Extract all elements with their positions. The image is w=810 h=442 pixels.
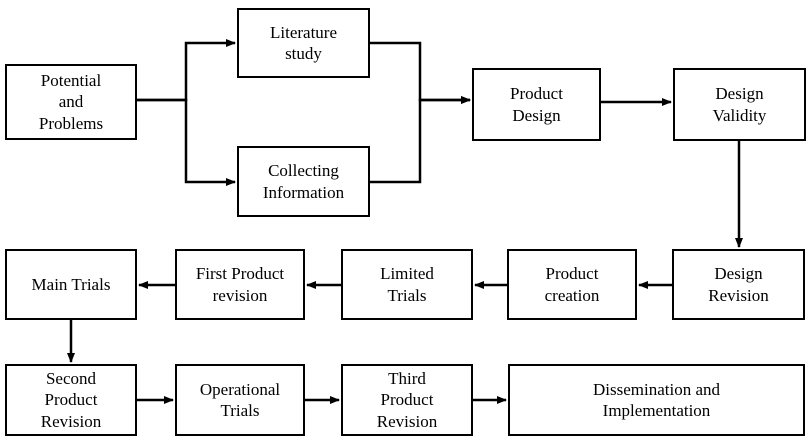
- node-product-creation: Product creation: [507, 249, 637, 320]
- node-third-product-revision: Third Product Revision: [341, 364, 473, 436]
- node-design-validity: Design Validity: [673, 68, 806, 141]
- node-second-product-revision: Second Product Revision: [5, 364, 137, 436]
- node-potential-and-problems: Potential and Problems: [5, 64, 137, 140]
- node-literature-study: Literature study: [237, 8, 370, 78]
- arrow-potential-and-problems-to-collecting-information: [137, 98, 236, 186]
- node-operational-trials: Operational Trials: [175, 364, 305, 436]
- arrow-collecting-information-to-product-design: [370, 96, 471, 184]
- node-collecting-information: Collecting Information: [237, 146, 370, 217]
- node-main-trials: Main Trials: [5, 249, 137, 320]
- node-product-design: Product Design: [472, 68, 601, 141]
- arrow-literature-study-to-product-design: [370, 41, 471, 104]
- node-limited-trials: Limited Trials: [341, 249, 473, 320]
- node-dissemination-and-implementation: Dissemination and Implementation: [508, 364, 805, 436]
- arrow-potential-and-problems-to-literature-study: [137, 39, 236, 102]
- node-design-revision: Design Revision: [672, 249, 805, 320]
- node-first-product-revision: First Product revision: [175, 249, 305, 320]
